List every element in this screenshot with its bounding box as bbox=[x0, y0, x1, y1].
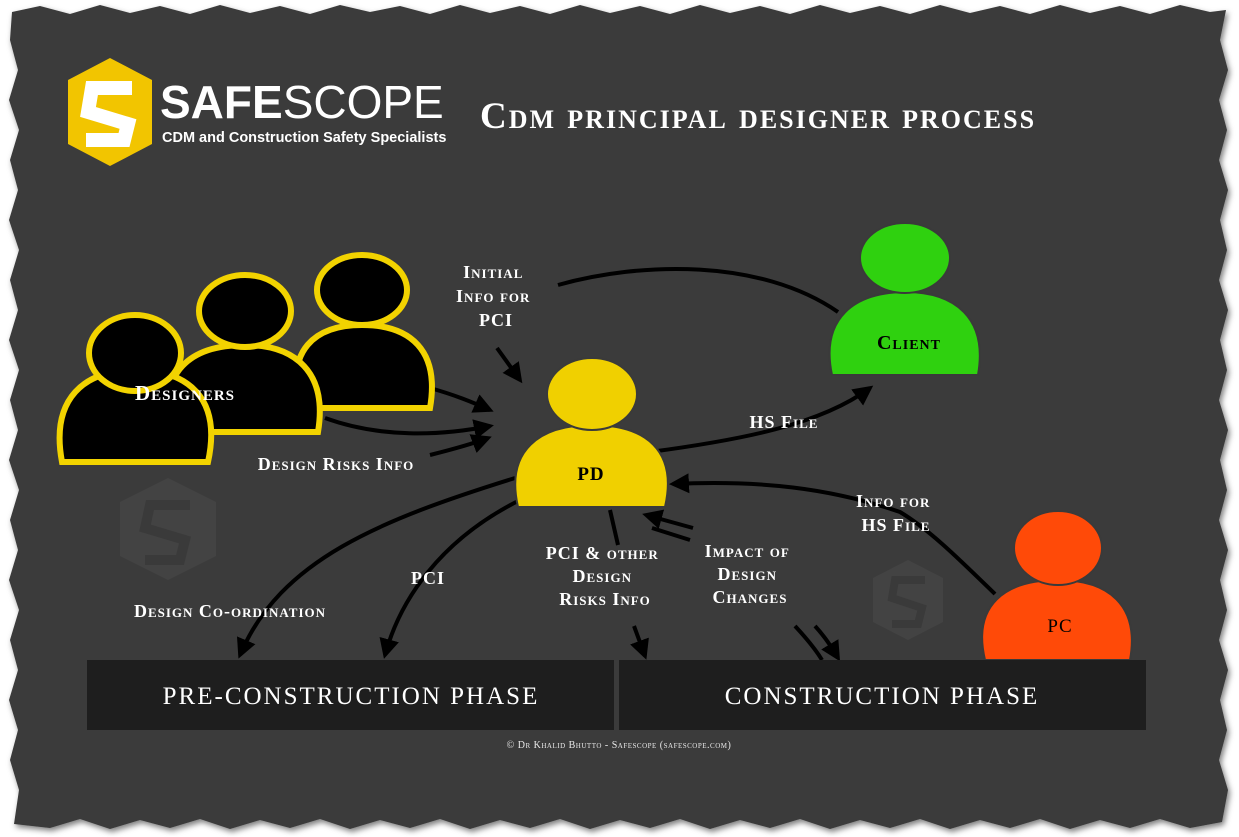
arrow-designers-to-pd-3 bbox=[429, 434, 492, 457]
label-pci-other-line2: Design bbox=[573, 566, 632, 586]
pre-construction-phase-bar bbox=[87, 660, 614, 730]
safescope-logo: SAFESCOPE CDM and Construction Safety Sp… bbox=[68, 58, 446, 166]
arrow-client-to-pd bbox=[557, 267, 840, 314]
label-initial-info-line2: Info for bbox=[456, 286, 530, 306]
pd-label: PD bbox=[577, 464, 604, 485]
page-title: Cdm principal designer process bbox=[480, 96, 1036, 137]
label-initial-info-line1: Initial bbox=[463, 262, 523, 282]
footer-credit: © Dr Khalid Bhutto - Safescope (safescop… bbox=[507, 740, 732, 751]
label-impact-line2: Design bbox=[718, 564, 777, 584]
watermark-logo-right bbox=[873, 560, 943, 640]
label-design-coordination: Design Co-ordination bbox=[134, 601, 326, 621]
label-pci-other-line3: Risks Info bbox=[559, 589, 651, 609]
arrow-construction-to-pd-1 bbox=[642, 509, 694, 530]
logo-s-mark bbox=[80, 81, 137, 147]
label-impact-design-changes: Impact of Design Changes bbox=[705, 541, 796, 607]
watermark-logo-left bbox=[120, 478, 216, 580]
arrow-designers-to-pd-2 bbox=[324, 416, 494, 439]
client-figure bbox=[828, 222, 981, 376]
label-impact-line3: Changes bbox=[713, 587, 788, 607]
label-impact-line1: Impact of bbox=[705, 541, 790, 561]
pd-figure bbox=[514, 357, 669, 508]
label-hs-file: HS File bbox=[750, 412, 819, 432]
construction-phase-label: CONSTRUCTION PHASE bbox=[725, 683, 1040, 710]
arrow-pd-down-1 bbox=[608, 509, 620, 546]
flow-arrows bbox=[237, 267, 997, 662]
client-label: Client bbox=[877, 332, 941, 354]
designers-figure-group bbox=[56, 252, 435, 465]
label-pci-other-design-risks: PCI & other Design Risks Info bbox=[546, 543, 664, 609]
label-design-risks-info: Design Risks Info bbox=[258, 454, 415, 474]
arrow-construction-to-pd-2 bbox=[651, 526, 691, 542]
designer-figure-1 bbox=[56, 312, 215, 465]
label-info-for-hs-file-line2: HS File bbox=[862, 515, 931, 535]
logo-brand-safe: SAFE bbox=[160, 76, 283, 128]
arrow-pd-to-client bbox=[649, 385, 874, 454]
label-info-for-hs-file-line1: Info for bbox=[856, 491, 930, 511]
arrow-impact-down-2 bbox=[813, 624, 841, 662]
arrow-pd-to-preconstruction-coord bbox=[237, 476, 516, 659]
pre-construction-phase-label: PRE-CONSTRUCTION PHASE bbox=[163, 683, 540, 710]
arrow-pc-to-pd bbox=[669, 473, 997, 596]
construction-phase-bar bbox=[619, 660, 1146, 730]
logo-brand-scope: SCOPE bbox=[283, 76, 444, 128]
pc-label: PC bbox=[1047, 616, 1072, 637]
logo-tagline: CDM and Construction Safety Specialists bbox=[162, 130, 446, 146]
designer-figure-3 bbox=[293, 252, 435, 411]
logo-brand-name: SAFESCOPE bbox=[160, 76, 444, 128]
arrow-impact-down-1 bbox=[793, 624, 824, 662]
label-info-for-hs-file: Info for HS File bbox=[856, 491, 936, 535]
arrow-designers-to-pd-1 bbox=[429, 386, 494, 413]
label-pci-other-line1: PCI & other bbox=[546, 543, 659, 563]
arrow-pd-down-2 bbox=[630, 625, 649, 660]
label-initial-info: Initial Info for PCI bbox=[456, 262, 536, 330]
label-initial-info-line3: PCI bbox=[479, 310, 513, 330]
arrow-initial-to-pd bbox=[495, 346, 523, 384]
label-pci: PCI bbox=[411, 568, 445, 588]
pc-figure bbox=[981, 510, 1133, 661]
designers-label: Designers bbox=[135, 381, 235, 405]
arrow-pd-to-preconstruction-pci bbox=[379, 498, 521, 659]
